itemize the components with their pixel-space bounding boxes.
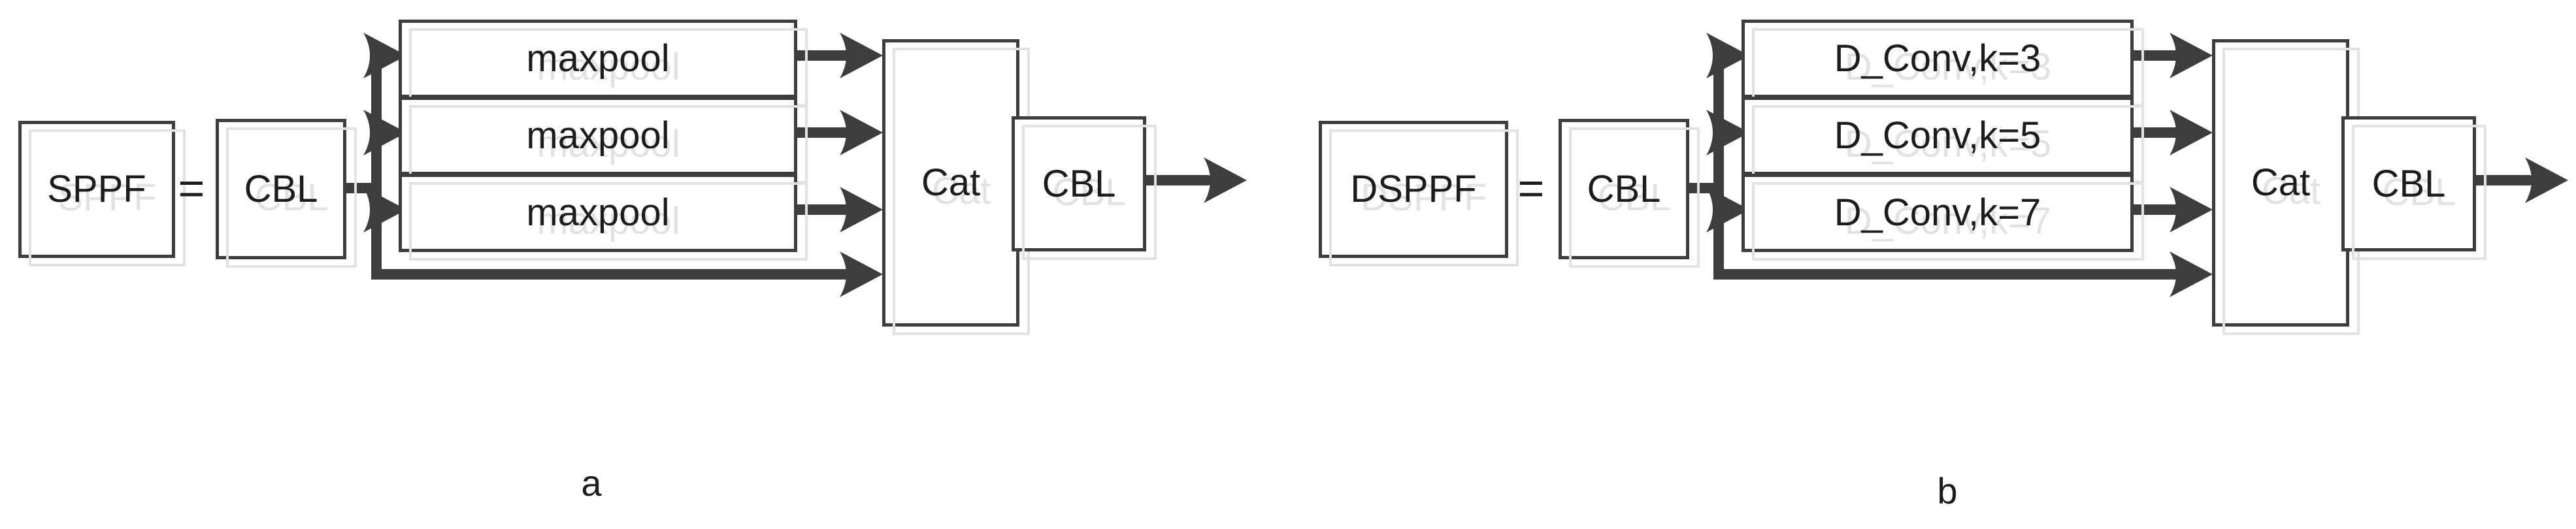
dsppf-module-label: DSPPF xyxy=(1350,168,1477,210)
cbl-output-label: CBL xyxy=(1042,162,1116,205)
maxpool-box-1: maxpool xyxy=(399,20,808,106)
dsppf-module-box: DSPPF xyxy=(1319,121,1519,266)
concat-box: Cat xyxy=(882,39,1030,335)
equals-sign: = xyxy=(1517,163,1545,214)
dconv-label-2: D_Conv,k=5 xyxy=(1834,114,2041,157)
maxpool-label-2: maxpool xyxy=(526,114,670,157)
equals-sign: = xyxy=(178,163,205,214)
sppf-module-label: SPPF xyxy=(47,168,146,210)
cbl-input-box: CBL xyxy=(1559,119,1700,268)
dconv-box-3: D_Conv,k=7 xyxy=(1742,174,2144,261)
sppf-module-box: SPPF xyxy=(18,121,186,266)
caption-a: a xyxy=(581,462,602,504)
maxpool-label-3: maxpool xyxy=(526,191,670,234)
concat-label: Cat xyxy=(2251,161,2311,204)
caption-b: b xyxy=(1937,470,1958,511)
cbl-input-label: CBL xyxy=(1587,167,1661,210)
cbl-output-box: CBL xyxy=(1012,116,1157,260)
dconv-label-1: D_Conv,k=3 xyxy=(1834,37,2041,80)
dconv-box-1: D_Conv,k=3 xyxy=(1742,20,2144,106)
maxpool-box-3: maxpool xyxy=(399,174,808,261)
dconv-label-3: D_Conv,k=7 xyxy=(1834,191,2041,234)
cbl-input-box: CBL xyxy=(216,119,357,268)
maxpool-label-1: maxpool xyxy=(526,37,670,80)
cbl-output-label: CBL xyxy=(2371,162,2446,205)
dconv-box-2: D_Conv,k=5 xyxy=(1742,97,2144,184)
maxpool-box-2: maxpool xyxy=(399,97,808,184)
cbl-output-box: CBL xyxy=(2341,116,2486,260)
concat-label: Cat xyxy=(921,161,981,204)
concat-box: Cat xyxy=(2212,39,2360,335)
cbl-input-label: CBL xyxy=(244,167,318,210)
